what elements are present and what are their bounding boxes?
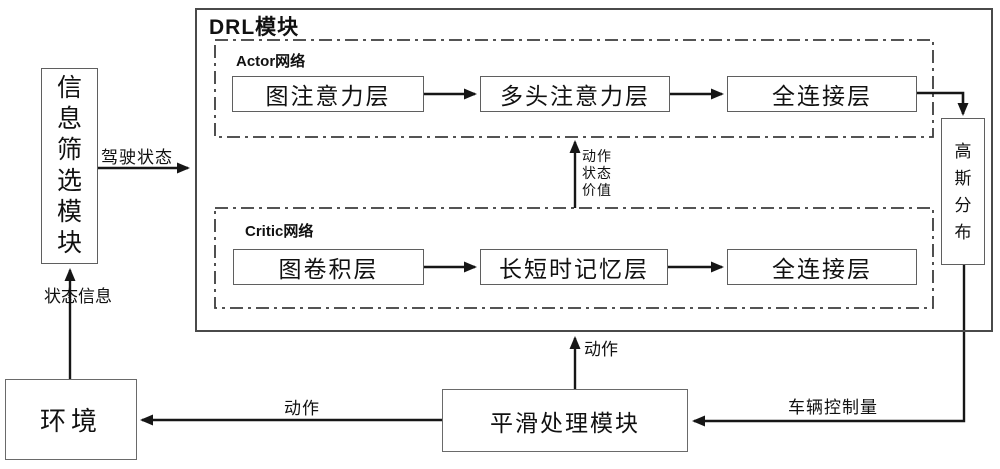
- gaussian-distribution-label: 高斯分布: [954, 141, 972, 242]
- drl-module-box: [195, 8, 993, 332]
- action-up-edge-label: 动作: [584, 340, 618, 359]
- smoothing-module-box: 平滑处理模块: [442, 389, 688, 452]
- critic-network-label: Critic网络: [245, 223, 314, 240]
- graph-attention-layer-box: 图注意力层: [232, 76, 424, 112]
- action-left-edge-label: 动作: [284, 399, 320, 418]
- actor-fully-connected-layer-box: 全连接层: [727, 76, 917, 112]
- lstm-layer-box: 长短时记忆层: [480, 249, 668, 285]
- action-state-value-edge-label: 动作 状态 价值: [582, 150, 612, 199]
- info-filter-module-label: 信息筛选模块: [56, 75, 82, 257]
- smoothing-module-label: 平滑处理模块: [490, 410, 640, 436]
- vehicle-control-edge-label: 车辆控制量: [788, 398, 878, 417]
- multi-head-attention-layer-box: 多头注意力层: [480, 76, 670, 112]
- driving-state-edge-label: 驾驶状态: [101, 148, 173, 167]
- graph-convolution-layer-box: 图卷积层: [233, 249, 424, 285]
- state-info-edge-label: 状态信息: [44, 287, 112, 306]
- environment-label: 环境: [39, 407, 102, 436]
- critic-fully-connected-layer-box: 全连接层: [727, 249, 917, 285]
- actor-network-label: Actor网络: [236, 53, 306, 70]
- arrow-gaussian-to-smoothing: [692, 265, 966, 427]
- actor-network-frame: [214, 39, 934, 138]
- gaussian-distribution-box: 高斯分布: [941, 118, 985, 265]
- arrow-fc-to-gaussian: [915, 91, 969, 116]
- info-filter-module-box: 信息筛选模块: [41, 68, 98, 264]
- drl-module-title: DRL模块: [209, 16, 300, 39]
- environment-box: 环境: [5, 379, 137, 460]
